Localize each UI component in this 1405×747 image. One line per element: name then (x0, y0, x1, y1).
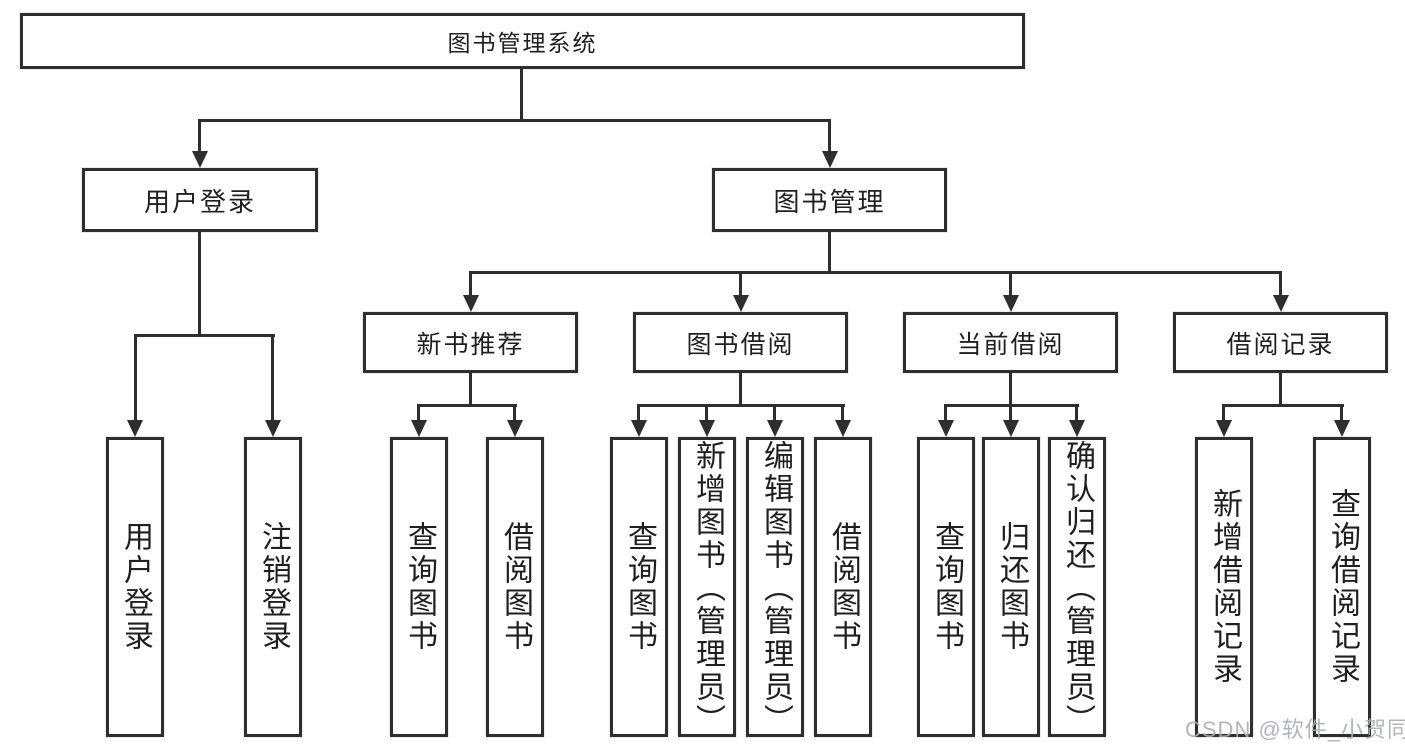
arrowhead-borrow-records (1273, 295, 1289, 312)
arrowhead-records-query (1334, 420, 1350, 437)
leaf-current-return-books: 归还图书 (982, 437, 1040, 737)
node-current-borrow: 当前借阅 (903, 312, 1118, 373)
connector-arrow-stem-borrow-query (637, 404, 640, 424)
node-label: 用户登录 (143, 186, 256, 217)
leaf-borrow-borrow-books: 借阅图书 (814, 437, 872, 737)
node-label: 当前借阅 (956, 330, 1065, 359)
leaf-label: 借阅图书 (499, 521, 532, 653)
arrowhead-recommend-query (411, 420, 427, 437)
leaf-label: 用户登录 (119, 521, 152, 653)
connector-recommend-hbar (418, 404, 517, 407)
node-label: 图书借阅 (686, 330, 795, 359)
connector-arrow-stem-records-add (1222, 404, 1225, 424)
connector-bookmgmt-hbar (469, 271, 1282, 274)
connector-arrow-stem-book-management (828, 119, 831, 153)
leaf-records-add-borrow-record: 新增借阅记录 (1195, 437, 1253, 737)
connector-arrow-stem-current-return (1009, 404, 1012, 424)
node-user-login: 用户登录 (82, 168, 318, 232)
connector-root-stem (520, 69, 523, 122)
node-label: 图书管理系统 (447, 30, 598, 56)
leaf-label: 查询图书 (403, 521, 436, 653)
leaf-borrow-add-books-admin: 新增图书（管理员） (678, 437, 736, 737)
arrowhead-borrow-borrow (835, 420, 851, 437)
leaf-label: 归还图书 (995, 521, 1028, 653)
node-label: 图书管理 (773, 186, 886, 217)
connector-arrow-stem-current-query (944, 404, 947, 424)
leaf-label: 注销登录 (257, 521, 290, 653)
arrowhead-book-management (822, 151, 838, 168)
arrowhead-leaf-logout (265, 420, 281, 437)
connector-root-hbar (198, 119, 831, 122)
arrowhead-current-query (938, 420, 954, 437)
connector-arrow-stem-current-borrow (1009, 271, 1012, 299)
csdn-watermark: CSDN @软件_小贺同学 (1185, 717, 1405, 742)
connector-arrow-stem-book-borrow (739, 271, 742, 299)
arrowhead-user-login (192, 151, 208, 168)
connector-borrow-stem (739, 373, 742, 407)
arrowhead-new-book-recommend (463, 295, 479, 312)
leaf-label: 编辑图书（管理员） (759, 440, 792, 737)
leaf-label: 查询图书 (930, 521, 963, 653)
arrowhead-current-confirm (1069, 420, 1085, 437)
arrowhead-current-borrow (1003, 295, 1019, 312)
connector-arrow-stem-borrow-add (705, 404, 708, 424)
leaf-label: 新增借阅记录 (1208, 488, 1241, 686)
node-book-management: 图书管理 (712, 168, 947, 232)
leaf-current-confirm-return-admin: 确认归还（管理员） (1048, 437, 1106, 737)
leaf-borrow-query-books: 查询图书 (610, 437, 668, 737)
arrowhead-records-add (1216, 420, 1232, 437)
arrowhead-recommend-borrow (507, 420, 523, 437)
leaf-label: 查询借阅记录 (1326, 488, 1359, 686)
connector-arrow-stem-borrow-edit (773, 404, 776, 424)
node-book-borrow: 图书借阅 (633, 312, 848, 373)
connector-records-hbar (1223, 404, 1344, 407)
leaf-recommend-borrow-books: 借阅图书 (486, 437, 544, 737)
connector-borrow-hbar (638, 404, 845, 407)
connector-current-hbar (945, 404, 1079, 407)
connector-recommend-stem (469, 373, 472, 407)
node-borrow-records: 借阅记录 (1173, 312, 1388, 373)
leaf-current-query-books: 查询图书 (917, 437, 975, 737)
connector-arrow-stem-leaf-user-login (134, 334, 137, 424)
leaf-label: 借阅图书 (827, 521, 860, 653)
connector-arrow-stem-records-query (1340, 404, 1343, 424)
connector-arrow-stem-recommend-query (417, 404, 420, 424)
connector-bookmgmt-stem (828, 232, 831, 274)
connector-login-stem (198, 232, 201, 337)
leaf-logout: 注销登录 (244, 437, 302, 737)
leaf-label: 确认归还（管理员） (1061, 440, 1094, 737)
node-library-management-system: 图书管理系统 (20, 13, 1025, 69)
leaf-label: 新增图书（管理员） (691, 440, 724, 737)
connector-arrow-stem-current-confirm (1075, 404, 1078, 424)
connector-records-stem (1279, 373, 1282, 407)
arrowhead-book-borrow (733, 295, 749, 312)
arrowhead-borrow-query (631, 420, 647, 437)
arrowhead-borrow-edit (767, 420, 783, 437)
node-label: 借阅记录 (1226, 330, 1335, 359)
connector-arrow-stem-borrow-records (1279, 271, 1282, 299)
arrowhead-current-return (1003, 420, 1019, 437)
connector-arrow-stem-borrow-borrow (841, 404, 844, 424)
leaf-borrow-edit-books-admin: 编辑图书（管理员） (746, 437, 804, 737)
leaf-records-query-borrow-record: 查询借阅记录 (1313, 437, 1371, 737)
leaf-user-login: 用户登录 (106, 437, 164, 737)
leaf-recommend-query-books: 查询图书 (390, 437, 448, 737)
connector-login-hbar (134, 334, 275, 337)
connector-current-stem (1009, 373, 1012, 407)
connector-arrow-stem-recommend-borrow (513, 404, 516, 424)
leaf-label: 查询图书 (623, 521, 656, 653)
connector-arrow-stem-leaf-logout (271, 334, 274, 424)
connector-arrow-stem-user-login (198, 119, 201, 153)
connector-arrow-stem-new-book-recommend (469, 271, 472, 299)
node-label: 新书推荐 (416, 330, 525, 359)
arrowhead-leaf-user-login (127, 420, 143, 437)
node-new-book-recommend: 新书推荐 (363, 312, 578, 373)
arrowhead-borrow-add (699, 420, 715, 437)
